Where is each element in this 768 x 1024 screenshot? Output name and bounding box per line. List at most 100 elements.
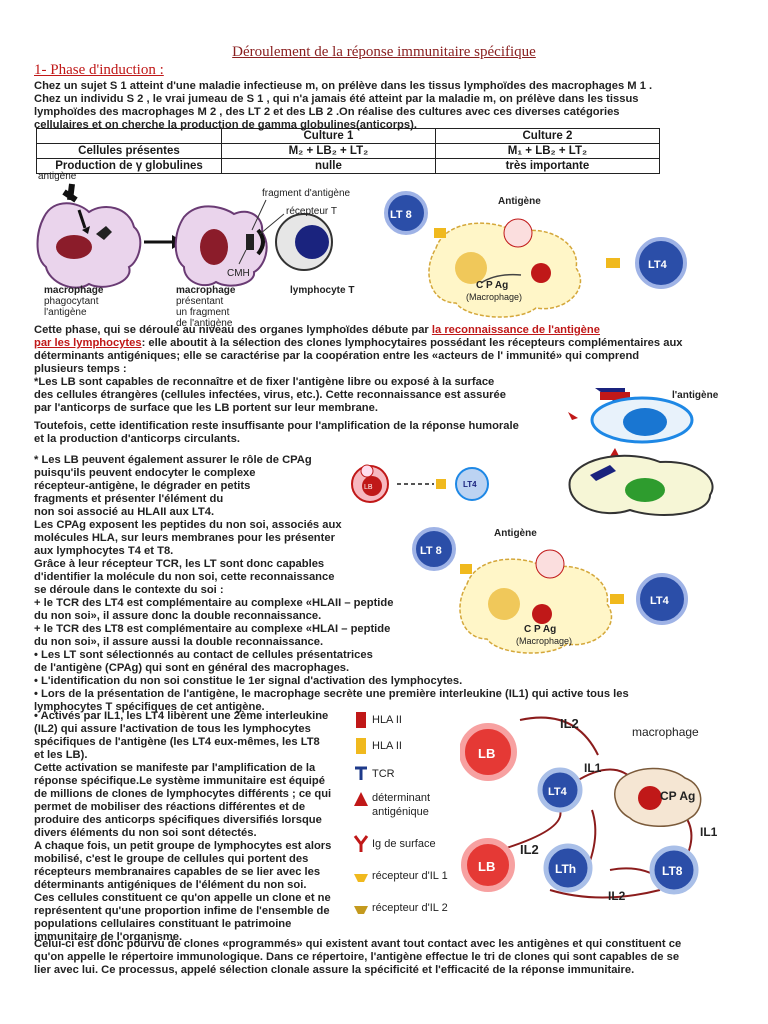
text-line: • L'identification du non soi constitue … (34, 675, 463, 687)
table-cell: M₁ + LB₂ + LT₂ (434, 143, 661, 159)
fragment-label: fragment d'antigène (262, 188, 351, 199)
text-line: non soi associé au HLAII aux LT4. (34, 506, 215, 518)
text-line: mobilisé, c'est le groupe de cellules qu… (34, 853, 309, 865)
text-line: (IL2) qui assure l'activation de tous le… (34, 723, 311, 735)
text-line: Toutefois, cette identification reste in… (34, 420, 519, 432)
text-line: puisqu'ils peuvent endocyter le complexe (34, 467, 256, 479)
il1-label: IL1 (700, 825, 718, 839)
legend-hla2b: HLA II (372, 740, 402, 752)
lb-small-nucleus (362, 476, 382, 496)
receptor-pair (460, 564, 472, 574)
highlight-text: par les lymphocytes (34, 337, 142, 349)
t-receptor-label: récepteur T (286, 206, 337, 217)
lt4-small-label: LT4 (463, 480, 477, 489)
text-line: Cette phase, qui se déroule au niveau de… (34, 324, 714, 337)
legend-det2: antigénique (372, 806, 429, 818)
lb-recognition-figure: l'antigène (568, 388, 719, 516)
il2-mid-label: IL2 (520, 842, 539, 857)
text-line: de l'antigène (CPAg) qui sont en général… (34, 662, 350, 674)
macrophage-cell (459, 558, 613, 654)
macrophage-nucleus (488, 588, 520, 620)
text-line: Cette activation se manifeste par l'ampl… (34, 762, 316, 774)
text-line: * Les LB peuvent également assurer le rô… (34, 454, 312, 466)
caption-title: macrophage (176, 285, 236, 296)
macrophage-label: (Macrophage) (516, 636, 572, 646)
arrow-head (82, 226, 90, 234)
text-line: lier avec lui. Ce processus, appelé séle… (34, 964, 635, 976)
text-line: et la production d'anticorps circulants. (34, 433, 240, 445)
text-line: et les LB). (34, 749, 88, 761)
text-line: *Les LB sont capables de reconnaître et … (34, 376, 495, 388)
macrophage-nucleus-2 (200, 229, 228, 265)
intro-line: Chez un sujet S 1 atteint d'une maladie … (34, 80, 653, 92)
cpag-figure-middle: LT 8 Antigène LT4 C P Ag (Macrophage) (412, 527, 688, 654)
toutefois-paragraph: Toutefois, cette identification reste in… (34, 420, 554, 446)
antigen-small-label: l'antigène (672, 390, 719, 401)
lth-cell (543, 843, 593, 893)
antigen-shape (590, 465, 616, 481)
macrophage-cell (428, 222, 582, 318)
text-line: Les CPAg exposent les peptides du non so… (34, 519, 342, 531)
text-line: représentent qu'une proportion infime de… (34, 905, 330, 917)
lb-lt4-figure: LB LT4 (351, 464, 489, 503)
text-line: des cellules étrangères (cellules infect… (34, 389, 506, 401)
hla-class2-icon (356, 712, 366, 728)
macrophage-nucleus (455, 252, 487, 284)
legend-icons (353, 712, 369, 914)
il2-top-label: IL2 (560, 716, 579, 731)
text-line: + le TCR des LT8 est complémentaire au c… (34, 623, 391, 635)
macrophage-nucleus (638, 786, 662, 810)
il1-receptor-icon (354, 874, 368, 882)
text-line: par les lymphocytes: elle aboutit à la s… (34, 337, 714, 350)
text-line: aux lymphocytes T4 et T8. (34, 545, 174, 557)
lt8-cell (649, 845, 699, 895)
leader-line (259, 213, 285, 235)
il2-arrow (549, 889, 661, 899)
il2-bottom-label: IL2 (608, 889, 626, 903)
antigen-label: Antigène (494, 528, 537, 539)
lt4-label: LT4 (648, 259, 668, 271)
table-header-cell: Culture 1 (221, 128, 436, 144)
activation-chain-figure: LB IL2 macrophage IL1 LT4 CP Ag IL1 IL2 … (460, 716, 718, 903)
text-line: Ces cellules constituent ce qu'on appell… (34, 892, 331, 904)
il2-arrow (499, 809, 562, 851)
lb-nucleus (623, 408, 667, 436)
cmh-label: CMH (227, 268, 250, 279)
lt4-small-cell (455, 467, 489, 501)
table-row: Cellules présentes M₂ + LB₂ + LT₂ M₁ + L… (36, 143, 661, 159)
determinant-icon (354, 792, 368, 806)
antigen-presentation-figure (36, 183, 333, 289)
text-line: par l'anticorps de surface que les LB po… (34, 402, 378, 414)
legend-tcr: TCR (372, 768, 395, 780)
lb-bottom-label: LB (478, 859, 495, 874)
t-receptor (256, 228, 265, 256)
text-line: récepteurs membranaires capables de se l… (34, 866, 321, 878)
macrophage2-caption: macrophage présentant un fragment de l'a… (176, 285, 235, 329)
phagocytosis-arrow (77, 209, 87, 229)
text-line: Grâce à leur récepteur TCR, les LT sont … (34, 558, 325, 570)
t-lymphocyte-nucleus (295, 225, 329, 259)
text-line: se déroule dans le contexte du soi : (34, 584, 224, 596)
text-line: divers éléments du non soi sont détectés… (34, 827, 257, 839)
receptor-pair (606, 258, 620, 268)
culture-table: Culture 1 Culture 2 Cellules présentes M… (36, 128, 661, 174)
cell-nucleus (625, 478, 665, 502)
antigen-particle (503, 218, 533, 248)
caption-line: un fragment (176, 307, 230, 318)
pathway-line (480, 273, 522, 284)
lb-cell-top (460, 723, 517, 781)
caption-line: présentant (176, 296, 224, 307)
text-line: du non soi», il assure aussi la double r… (34, 636, 324, 648)
table-header-row: Culture 1 Culture 2 (36, 128, 661, 144)
il2-receptor-icon (354, 906, 368, 914)
phase-paragraph: Cette phase, qui se déroule au niveau de… (34, 324, 714, 415)
mhc-complex (246, 234, 254, 250)
text-line: réponse spécifique.Le système immunitair… (34, 775, 325, 787)
cpag-label: C P Ag (524, 624, 556, 635)
leader-line (238, 249, 247, 265)
text-line: • Activés par IL1, les LT4 libèrent une … (34, 710, 329, 722)
text-line: lymphocytes T spécifiques de cet antigèn… (34, 701, 265, 713)
section-heading: 1- Phase d'induction : (34, 62, 164, 78)
caption-line: phagocytant (44, 296, 99, 307)
antigen-vesicle (531, 263, 551, 283)
